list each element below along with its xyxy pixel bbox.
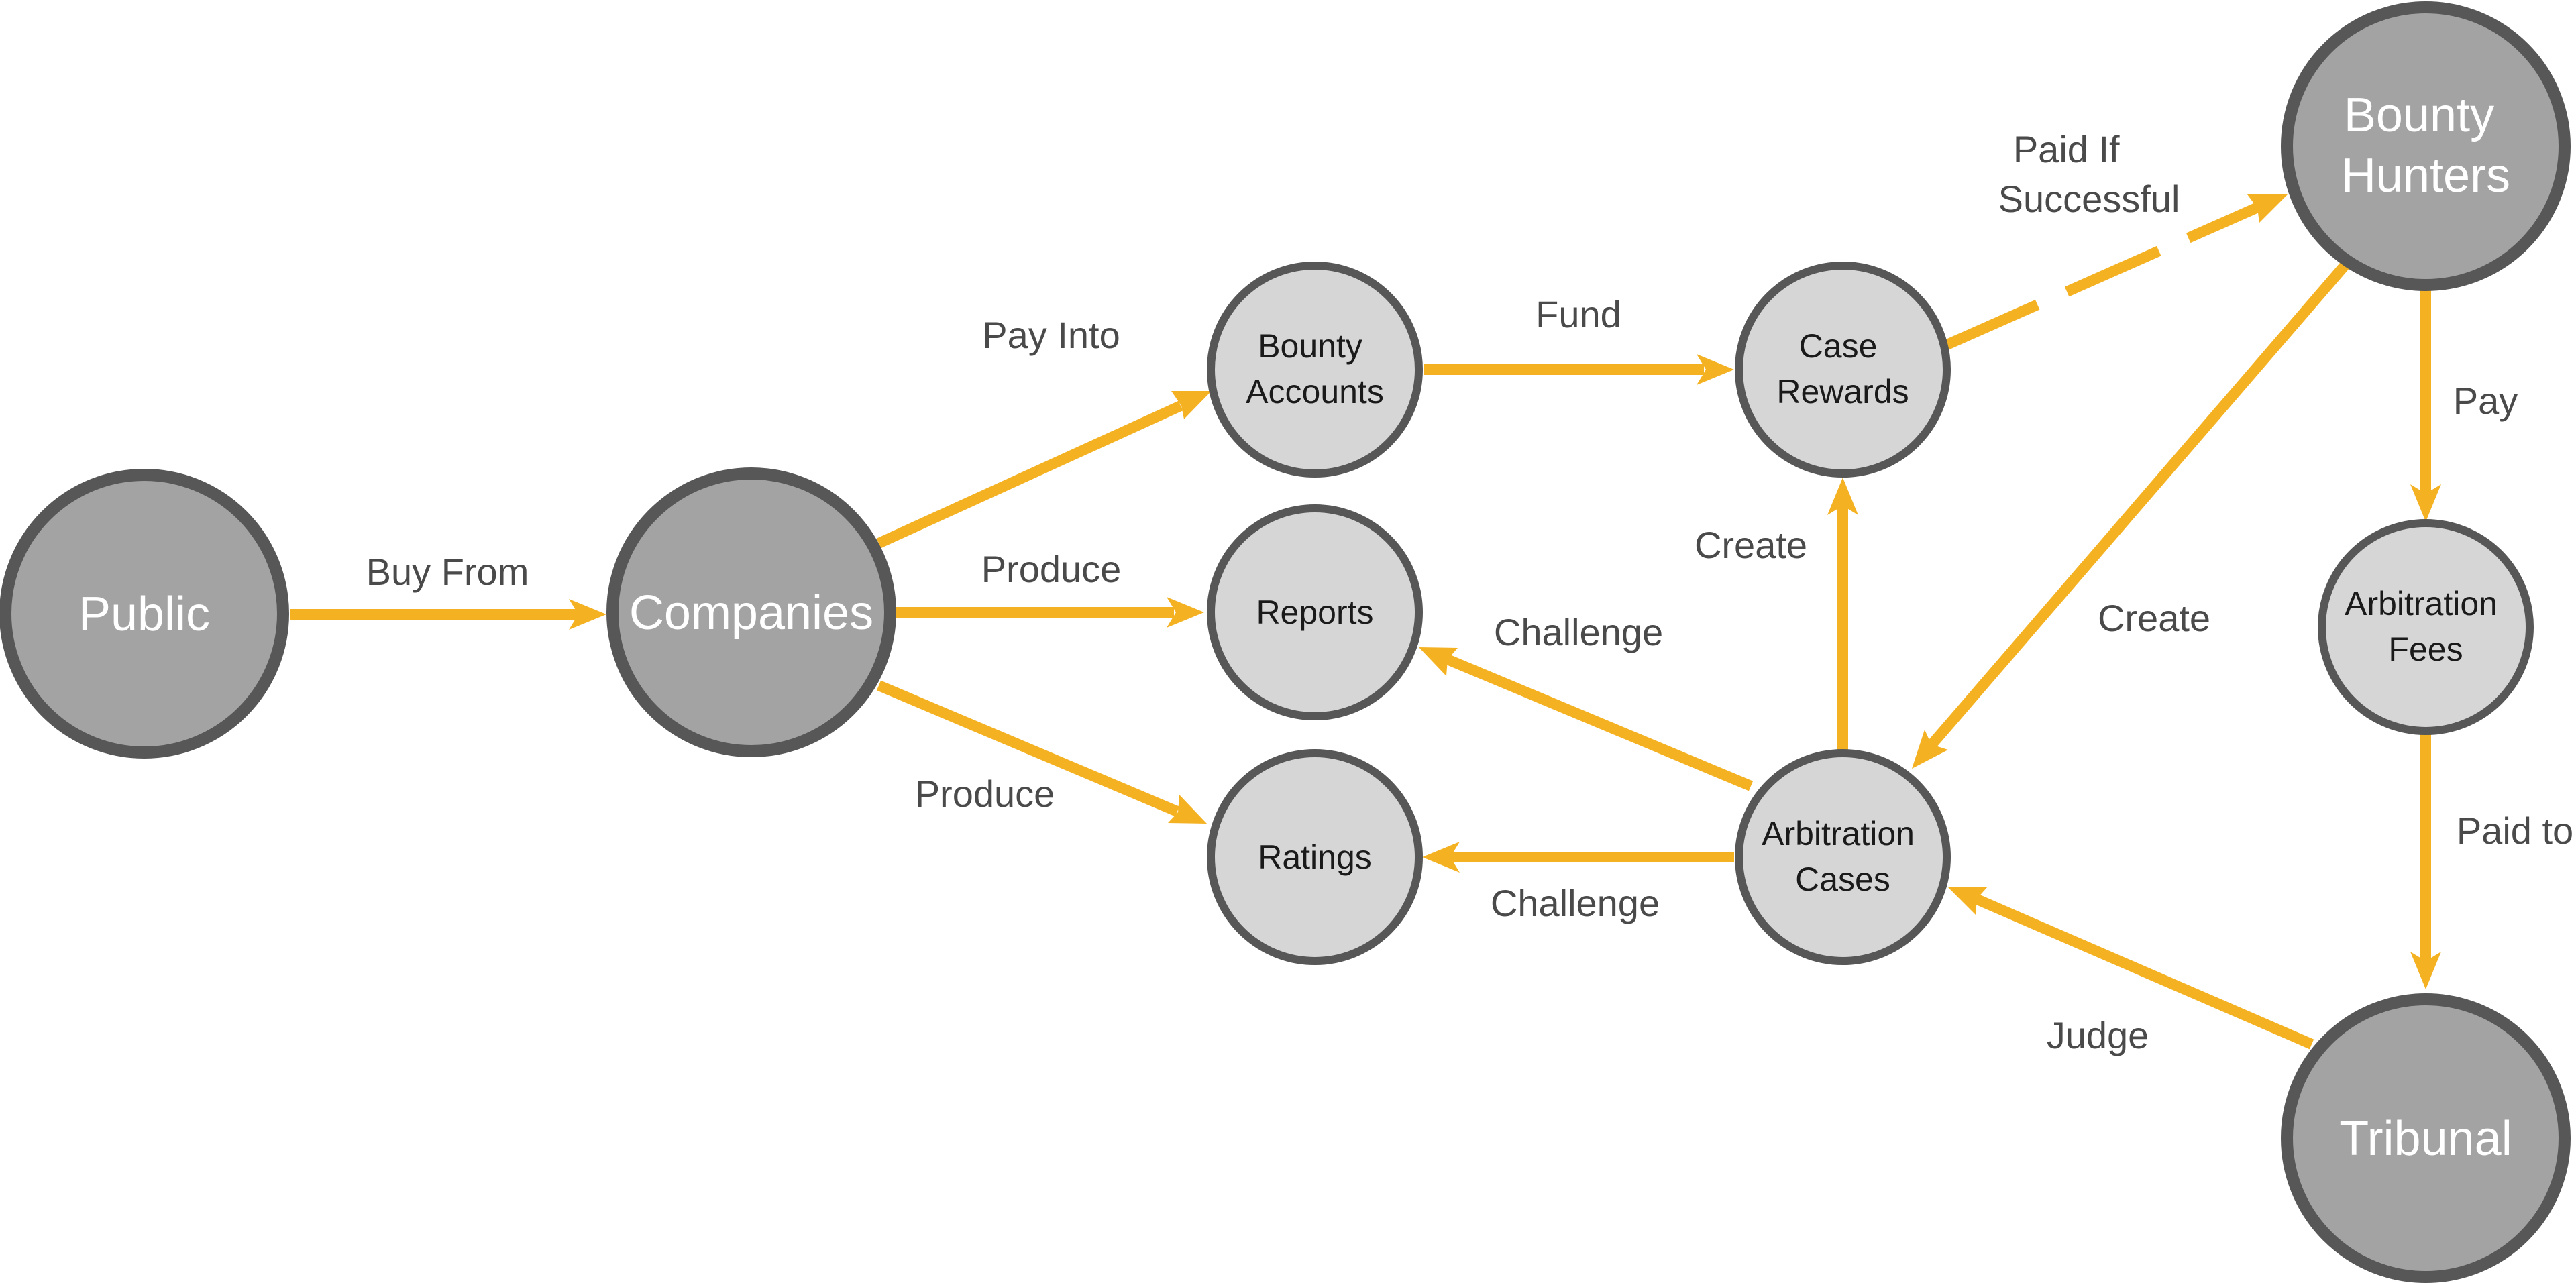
edge-pay: Pay <box>2410 285 2518 522</box>
edge-create-rewards: Create <box>1695 478 1858 750</box>
node-bounty-hunters: Bounty Hunters <box>2281 1 2571 291</box>
node-arbitration-cases: Arbitration Cases <box>1735 749 1951 965</box>
node-label-tribunal: Tribunal <box>2339 1112 2512 1166</box>
edge-label-buy-from: Buy From <box>366 551 529 593</box>
edge-challenge-ratings: Challenge <box>1422 842 1734 924</box>
arrowhead <box>2410 484 2441 522</box>
edge-challenge-reports: Challenge <box>1419 611 1754 791</box>
arrowhead <box>2410 952 2441 989</box>
node-label-arbitration-fees: Arbitration Fees <box>2345 585 2507 668</box>
edge-label-paid-to: Paid to <box>2457 810 2573 852</box>
arrowhead <box>2247 194 2288 223</box>
node-circle <box>1735 749 1951 965</box>
edge-produce-ratings: Produce <box>876 680 1207 824</box>
edge-buy-from: Buy From <box>290 551 606 630</box>
node-label-public: Public <box>78 588 210 641</box>
node-circle <box>1207 504 1423 720</box>
edge-label-challenge-reports: Challenge <box>1494 611 1663 653</box>
node-label-companies: Companies <box>629 586 873 640</box>
node-circle <box>1735 262 1951 478</box>
edge-label-fund: Fund <box>1536 293 1621 335</box>
arrowhead <box>1947 887 1988 915</box>
edge-fund: Fund <box>1424 293 1734 385</box>
node-label-reports: Reports <box>1256 594 1373 631</box>
arrowhead <box>1419 647 1458 676</box>
node-label-ratings: Ratings <box>1258 838 1372 876</box>
edge-label-paid-if-successful: Paid If Successful <box>1998 128 2180 220</box>
arrowhead <box>1168 795 1207 824</box>
edge-paid-if-successful: Paid If Successful <box>1943 128 2288 351</box>
edge-label-create-rewards: Create <box>1695 524 1807 566</box>
node-ratings: Ratings <box>1207 749 1423 965</box>
edge-judge: Judge <box>1947 887 2314 1056</box>
node-circle <box>2281 1 2571 291</box>
edge-label-create-cases: Create <box>2098 597 2210 639</box>
node-circle <box>1207 749 1423 965</box>
node-label-arbitration-cases: Arbitration Cases <box>1762 815 1924 898</box>
edge-label-challenge-ratings: Challenge <box>1491 882 1660 924</box>
node-tribunal: Tribunal <box>2281 993 2571 1283</box>
node-label-case-rewards: Case Rewards <box>1776 327 1909 410</box>
edge-paid-to: Paid to <box>2410 734 2573 989</box>
edge-label-produce-ratings: Produce <box>915 773 1055 815</box>
node-circle <box>2281 993 2571 1283</box>
arrowhead <box>1422 842 1460 873</box>
node-circle <box>2318 519 2534 735</box>
node-label-bounty-accounts: Bounty Accounts <box>1246 327 1384 410</box>
arrowhead <box>1697 354 1734 385</box>
edge-produce-reports: Produce <box>896 548 1204 628</box>
edge-pay-into: Pay Into <box>876 314 1212 549</box>
edge-create-cases: Create <box>1912 261 2350 769</box>
arrowhead <box>569 599 606 630</box>
node-reports: Reports <box>1207 504 1423 720</box>
node-circle <box>1207 262 1423 478</box>
arrowhead <box>1167 597 1204 628</box>
node-arbitration-fees: Arbitration Fees <box>2318 519 2534 735</box>
edge-label-pay: Pay <box>2453 380 2518 422</box>
node-public: Public <box>0 469 289 759</box>
edge-label-pay-into: Pay Into <box>982 314 1120 356</box>
edge-label-judge: Judge <box>2047 1014 2149 1056</box>
edge-label-produce-reports: Produce <box>981 548 1122 590</box>
node-companies: Companies <box>606 467 896 757</box>
node-bounty-accounts: Bounty Accounts <box>1207 262 1423 478</box>
node-circle <box>0 469 289 759</box>
arrowhead <box>1912 730 1948 769</box>
node-circle <box>606 467 896 757</box>
arrowhead <box>1827 478 1858 515</box>
arrowhead <box>1171 391 1212 419</box>
node-label-bounty-hunters: Bounty Hunters <box>2341 89 2510 203</box>
node-case-rewards: Case Rewards <box>1735 262 1951 478</box>
